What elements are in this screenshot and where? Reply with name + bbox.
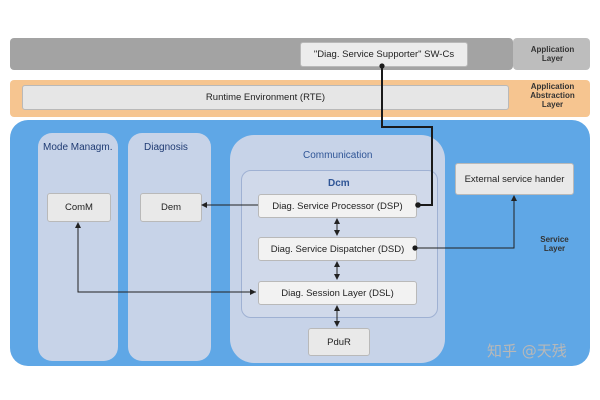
dsd-to-external-arrow: [415, 195, 517, 249]
dsp-connector-dot: [415, 202, 421, 208]
abstraction-layer-label: Application Abstraction Layer: [530, 82, 575, 109]
mode-management-title: Mode Managm.: [43, 142, 113, 153]
dcm-title: Dcm: [328, 178, 350, 189]
diagnosis-title: Diagnosis: [144, 142, 188, 153]
external-service-handler-box: External service hander: [455, 163, 574, 195]
comm-box: ComM: [47, 193, 111, 222]
pdur-box: PduR: [308, 328, 370, 356]
runtime-environment-box: Runtime Environment (RTE): [22, 85, 509, 110]
dsp-box: Diag. Service Processor (DSP): [258, 194, 417, 218]
swcs-connector-dot: [379, 63, 385, 69]
watermark: 知乎 @天残: [487, 342, 567, 360]
application-layer-label: Application Layer: [530, 45, 575, 63]
application-layer-label-bg: [513, 38, 590, 70]
dsl-comm-arrow: [75, 222, 256, 293]
dsd-box: Diag. Service Dispatcher (DSD): [258, 237, 417, 261]
diag-service-supporter-swcs-box: "Diag. Service Supporter" SW-Cs: [300, 42, 468, 67]
service-layer-label: Service Layer: [540, 235, 569, 253]
diagnosis-group: [128, 133, 211, 361]
dem-box: Dem: [140, 193, 202, 222]
swcs-to-dsp-connector: [381, 66, 433, 206]
dsl-box: Diag. Session Layer (DSL): [258, 281, 417, 305]
communication-title: Communication: [303, 150, 373, 161]
dsd-connector-dot: [412, 245, 418, 251]
